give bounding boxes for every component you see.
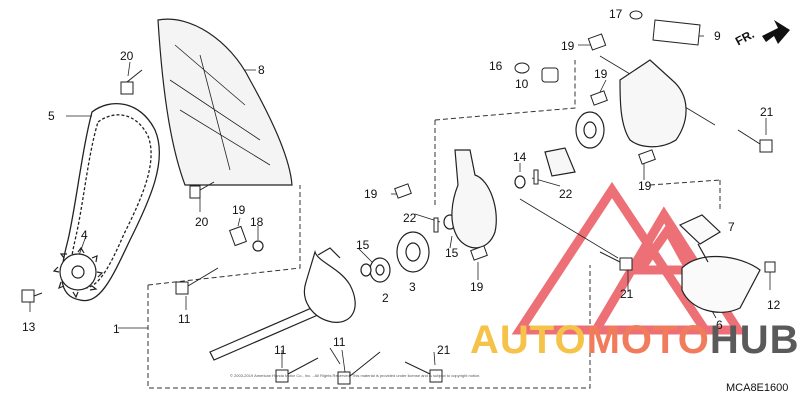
watermark-part-hub: HUB — [709, 318, 800, 362]
callout-2: 2 — [382, 291, 389, 305]
oil-pump-shaft — [209, 247, 356, 361]
callout-21b: 21 — [620, 287, 634, 301]
pump-rotor-icon — [252, 111, 605, 283]
callout-6: 6 — [716, 318, 723, 332]
callout-20a: 20 — [120, 49, 134, 63]
watermark-text: AUTOMOTOHUB — [470, 318, 800, 363]
callout-21c: 21 — [437, 343, 451, 357]
callout-1: 1 — [113, 322, 120, 336]
callout-9: 9 — [714, 29, 721, 43]
callout-14: 14 — [513, 150, 527, 164]
callout-22a: 22 — [403, 211, 417, 225]
forward-arrow-icon — [762, 20, 790, 44]
callout-4: 4 — [81, 228, 88, 242]
oil-strainer — [678, 214, 761, 313]
dowel-pin-icon — [228, 10, 701, 261]
callout-19b: 19 — [364, 187, 378, 201]
callout-19a: 19 — [232, 203, 246, 217]
callout-21a: 21 — [760, 105, 774, 119]
callout-11a: 11 — [178, 312, 191, 326]
callout-11b: 11 — [274, 343, 287, 357]
callout-19e: 19 — [594, 67, 608, 81]
callout-13: 13 — [22, 320, 36, 334]
callout-8: 8 — [258, 63, 265, 77]
diagram-code: MCA8E1600 — [726, 382, 789, 394]
cam-chain — [61, 102, 161, 302]
callout-15a: 15 — [356, 238, 370, 252]
callout-12: 12 — [767, 298, 781, 312]
callout-19d: 19 — [561, 39, 575, 53]
callout-19f: 19 — [638, 179, 652, 193]
watermark-part-auto: AUTO — [470, 318, 587, 362]
watermark-part-moto: MOTO — [586, 318, 710, 362]
guide-plate — [157, 18, 293, 186]
callout-20b: 20 — [195, 215, 209, 229]
callout-7: 7 — [728, 220, 735, 234]
callout-10: 10 — [515, 77, 529, 91]
callout-16: 16 — [489, 59, 503, 73]
callout-22b: 22 — [559, 187, 573, 201]
callout-15b: 15 — [445, 246, 459, 260]
sprocket-icon — [52, 246, 104, 299]
callout-17: 17 — [609, 7, 623, 21]
callout-19c: 19 — [470, 280, 484, 294]
copyright-notice: © 2003-2019 American Honda Motor Co., In… — [230, 373, 481, 378]
bolt-icon — [21, 69, 776, 385]
callout-3: 3 — [409, 280, 416, 294]
callout-11c: 11 — [333, 335, 346, 349]
callout-18: 18 — [250, 215, 264, 229]
callout-5: 5 — [48, 109, 55, 123]
pump-housing — [451, 59, 687, 249]
